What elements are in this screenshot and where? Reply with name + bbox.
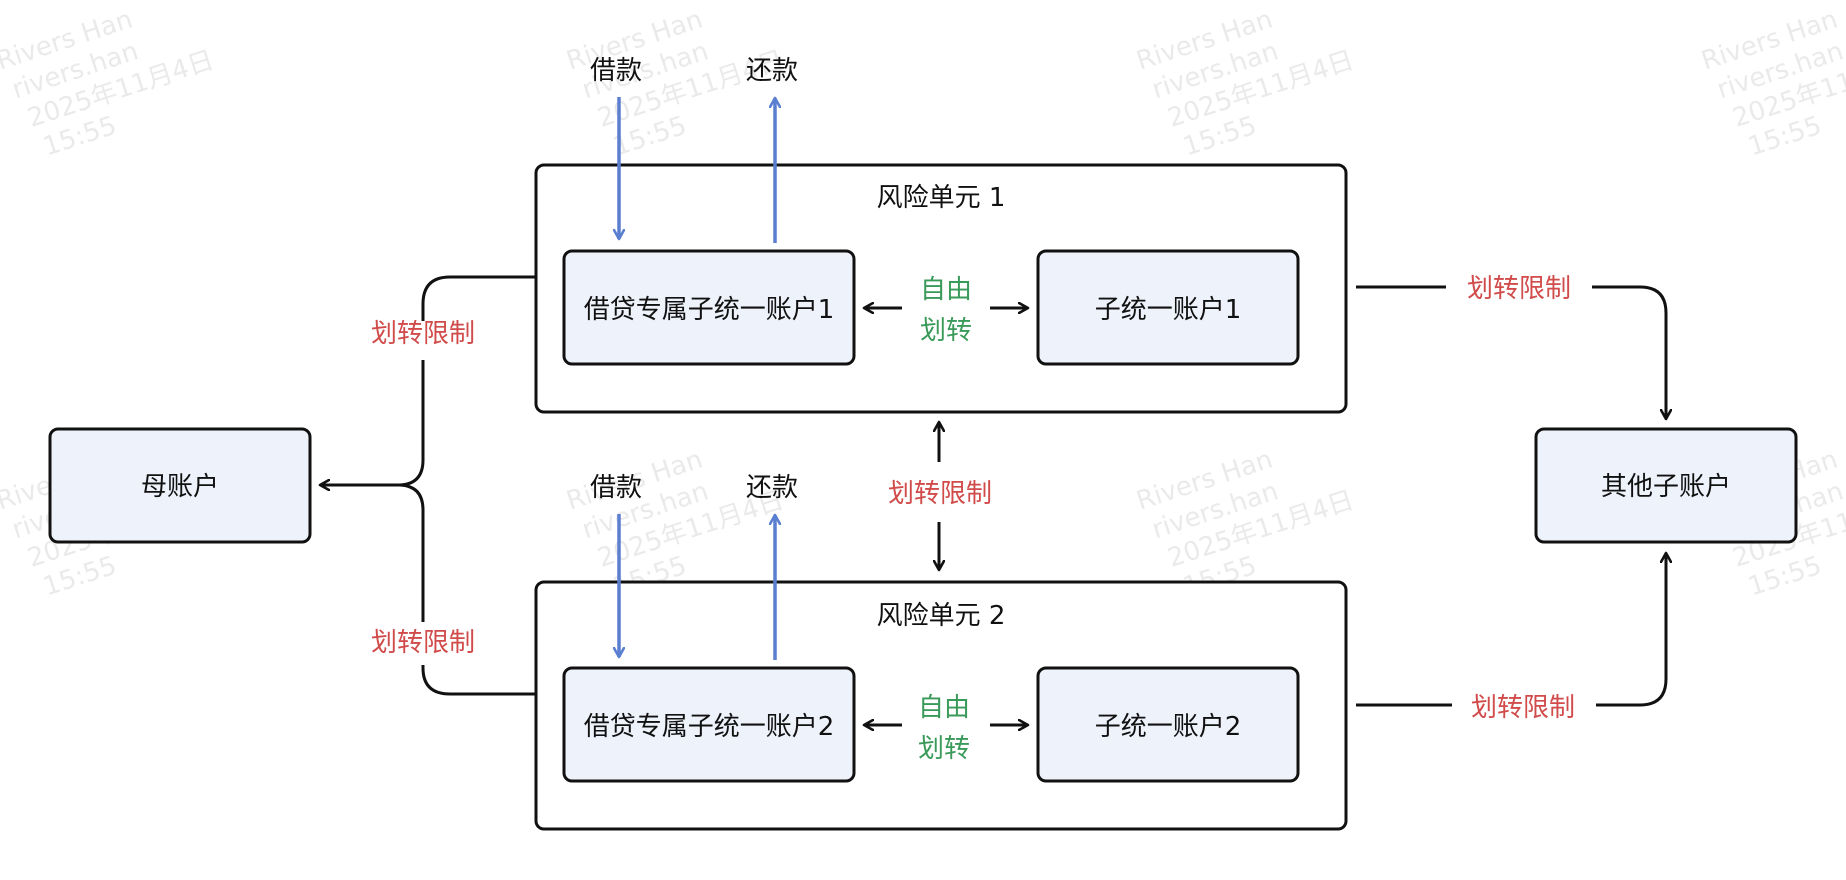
mother-account-node[interactable]: [48, 427, 312, 544]
loan-account-1-node[interactable]: [562, 249, 856, 366]
other-sub-accounts-label: 其他子账户: [1601, 472, 1731, 502]
loan-account-2-node[interactable]: [562, 666, 856, 783]
to-other-top-restriction-label: 划转限制: [1467, 274, 1571, 304]
watermark-6: Rivers Han rivers.han 2025年11月4日 15:55: [563, 445, 788, 603]
sub-account-2-label: 子统一账户2: [1095, 712, 1242, 742]
to-other-bottom-arrow: [1596, 553, 1666, 707]
loan-account-1-label: 借贷专属子统一账户1: [584, 295, 835, 325]
sub-account-1-label: 子统一账户1: [1095, 295, 1242, 325]
watermark-3: Rivers Han rivers.han 2025年11月4日 15:55: [1133, 5, 1358, 163]
mother-bracket-bottom: [421, 665, 536, 696]
repay-1-label: 还款: [746, 56, 798, 86]
to-other-bottom-restriction-label: 划转限制: [1471, 693, 1575, 723]
watermark-4: Rivers Han rivers.han 2025年11月4日 15:55: [1698, 5, 1846, 163]
mother-bracket-middle: [399, 360, 425, 622]
risk-unit-2-title: 风险单元 2: [877, 601, 1006, 631]
watermark-1: Rivers Han rivers.han 2025年11月4日 15:55: [0, 5, 218, 163]
risk-unit-1-title: 风险单元 1: [877, 183, 1006, 213]
repay-2-label: 还款: [746, 473, 798, 503]
mother-bracket-top: [421, 275, 536, 321]
other-sub-accounts-node[interactable]: [1534, 427, 1798, 544]
free-transfer-2-line2: 划转: [918, 734, 970, 764]
loan-account-2-label: 借贷专属子统一账户2: [584, 712, 835, 742]
to-mother-top-restriction-label: 划转限制: [371, 319, 475, 349]
mother-account-label: 母账户: [141, 472, 219, 502]
borrow-2-label: 借款: [590, 473, 642, 503]
free-transfer-1-line2: 划转: [920, 316, 972, 346]
watermark-7: Rivers Han rivers.han 2025年11月4日 15:55: [1133, 445, 1358, 603]
borrow-1-label: 借款: [590, 56, 642, 86]
free-transfer-2-line1: 自由: [918, 693, 970, 723]
to-mother-bottom-restriction-label: 划转限制: [371, 628, 475, 658]
between-units-restriction-label: 划转限制: [888, 479, 992, 509]
to-other-top-arrow: [1592, 285, 1666, 419]
sub-account-2-node[interactable]: [1036, 666, 1300, 783]
free-transfer-1-line1: 自由: [920, 275, 972, 305]
sub-account-1-node[interactable]: [1036, 249, 1300, 366]
